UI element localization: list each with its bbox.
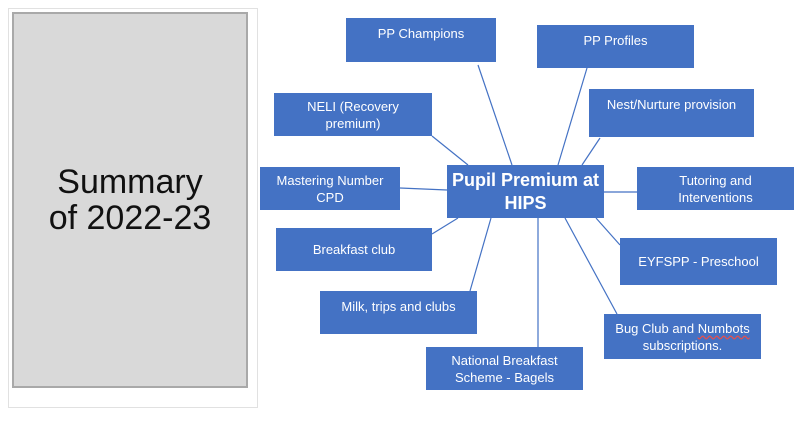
node-center-pupil-premium: Pupil Premium at HIPS bbox=[447, 165, 604, 218]
node-breakfast-club: Breakfast club bbox=[276, 228, 432, 271]
connector-mastering-number bbox=[399, 187, 448, 191]
node-label: PP Profiles bbox=[583, 33, 648, 48]
node-tutoring: Tutoring and Interventions bbox=[637, 167, 794, 210]
summary-title: Summary of 2022-23 bbox=[48, 163, 212, 237]
connector-pp-profiles bbox=[557, 67, 588, 166]
node-label: EYFSPP - Preschool bbox=[638, 254, 759, 269]
node-label: PP Champions bbox=[377, 26, 465, 41]
node-mastering-number: Mastering Number CPD bbox=[260, 167, 400, 210]
node-nest-nurture: Nest/Nurture provision bbox=[589, 89, 754, 137]
node-label: National Breakfast Scheme - Bagels bbox=[451, 352, 558, 385]
connector-nest-nurture bbox=[581, 137, 601, 166]
connector-neli bbox=[431, 135, 469, 166]
node-eyfspp: EYFSPP - Preschool bbox=[620, 238, 777, 285]
node-bug-club: Bug Club and Numbots subscriptions. bbox=[604, 314, 761, 359]
node-label: Mastering Number CPD bbox=[276, 172, 384, 205]
connector-bug-club bbox=[564, 217, 618, 315]
connector-milk-trips bbox=[469, 217, 492, 292]
connector-eyfspp bbox=[595, 217, 621, 246]
node-neli: NELI (Recovery premium) bbox=[274, 93, 432, 136]
node-label: Nest/Nurture provision bbox=[606, 97, 737, 112]
node-milk-trips: Milk, trips and clubs bbox=[320, 291, 477, 334]
node-label: Breakfast club bbox=[312, 242, 396, 257]
connector-breakfast-club bbox=[431, 217, 459, 235]
connector-pp-champions bbox=[477, 64, 513, 166]
node-label: Milk, trips and clubs bbox=[341, 299, 456, 314]
node-label: Bug Club and Numbots subscriptions. bbox=[615, 320, 750, 353]
node-label: NELI (Recovery premium) bbox=[307, 98, 399, 131]
node-national-breakfast: National Breakfast Scheme - Bagels bbox=[426, 347, 583, 390]
node-label: Tutoring and Interventions bbox=[678, 172, 753, 205]
node-pp-profiles: PP Profiles bbox=[537, 25, 694, 68]
node-pp-champions: PP Champions bbox=[346, 18, 496, 62]
center-label: Pupil Premium at HIPS bbox=[451, 169, 600, 213]
spellcheck-word: Numbots bbox=[697, 320, 750, 336]
summary-panel: Summary of 2022-23 bbox=[12, 12, 248, 388]
